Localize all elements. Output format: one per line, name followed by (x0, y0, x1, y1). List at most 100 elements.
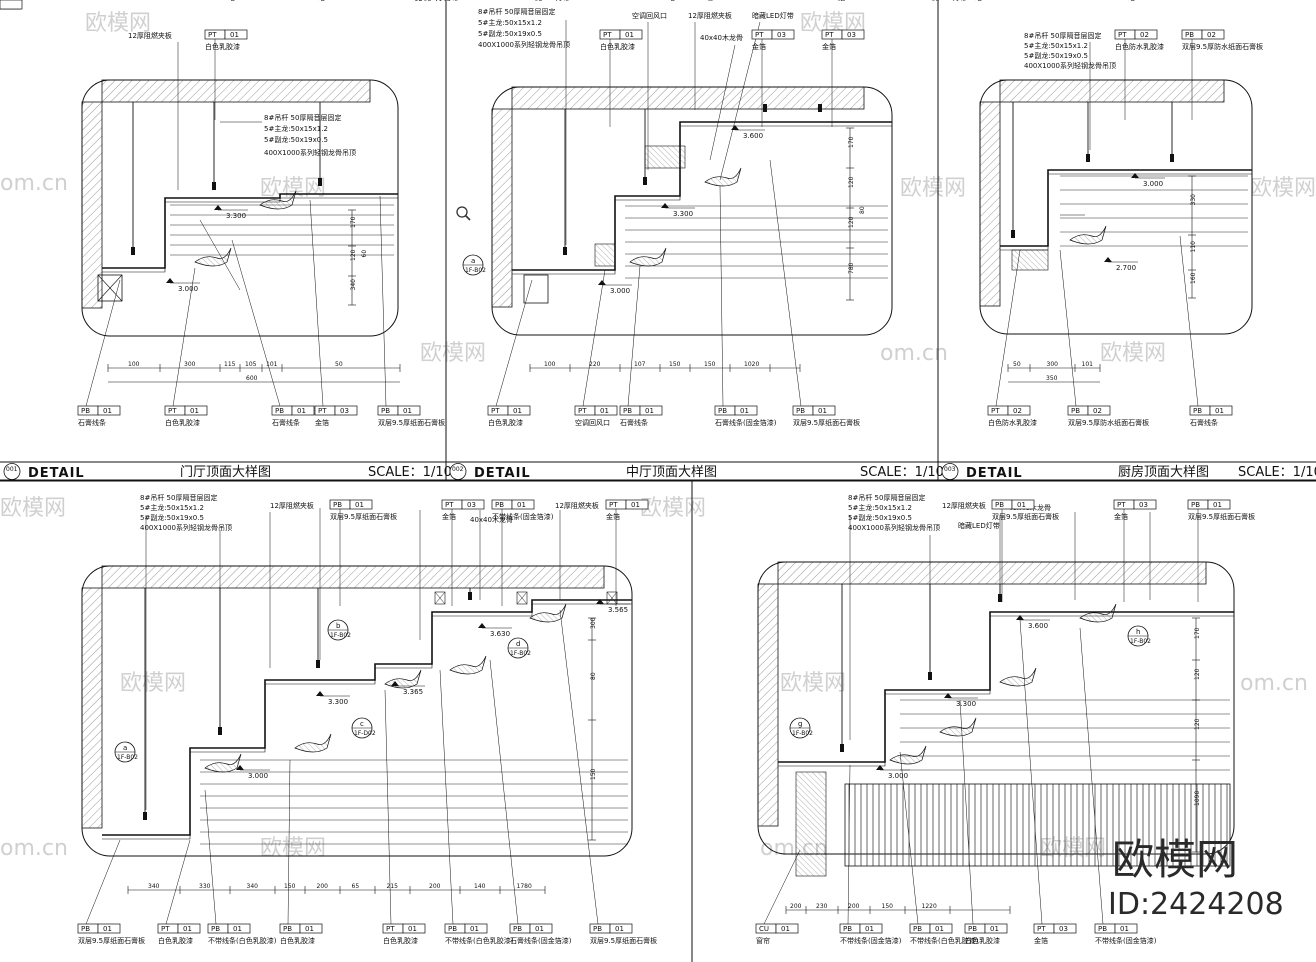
material-code: PT (386, 925, 395, 933)
elevation-marker (166, 278, 174, 283)
plaster-molding (1069, 225, 1107, 245)
material-number: 03 (340, 407, 349, 415)
dimension-value: 330 (1190, 194, 1197, 206)
material-note: 不带线条(固金箔漆) (840, 936, 902, 945)
annotation-note: 400X1000系列轻钢龙骨吊顶 (264, 148, 356, 157)
material-number: 01 (1215, 407, 1224, 415)
leader-line (1179, 235, 1199, 407)
ceiling-profile-inner (102, 197, 398, 273)
material-note: 金箔 (752, 42, 766, 51)
material-code: PB (333, 501, 342, 509)
elevation-value: 3.300 (328, 698, 348, 706)
section-callout[interactable]: g1F-B02 (789, 717, 813, 739)
watermark-brand: 欧模网 (420, 341, 486, 366)
material-code: PB (81, 925, 90, 933)
ceiling-profile (1000, 169, 1252, 247)
hanger-clip (468, 592, 472, 600)
material-note: 白色防水乳胶漆 (1115, 42, 1164, 51)
material-number: 01 (190, 407, 199, 415)
plaster-molding (999, 667, 1037, 687)
elevation-marker (236, 765, 244, 770)
material-code: PB (1098, 925, 1107, 933)
concrete-wall (81, 101, 103, 309)
hanger-clip (563, 247, 567, 255)
leader-line (582, 269, 606, 407)
leader-line (1059, 249, 1077, 407)
material-code: PB (843, 925, 852, 933)
dimension-value: 1780 (517, 883, 532, 890)
material-note: 不带线条(白色乳胶漆) (208, 936, 277, 945)
hanger-clip (218, 727, 222, 735)
dimension-value: 220 (589, 361, 601, 368)
section-callout[interactable]: b1F-B02 (327, 619, 351, 641)
watermark-brand: 欧模网 (1100, 341, 1166, 366)
leader-line (199, 219, 241, 291)
annotation-note: 400X1000系列轻钢龙骨吊顶 (478, 40, 570, 49)
material-code: PB (448, 925, 457, 933)
annotation-note: 5#副龙:50x19x0.5 (478, 29, 542, 38)
section-callout[interactable]: d1F-B02 (507, 637, 531, 659)
dimension-value: 200 (848, 903, 860, 910)
material-note: 白色乳胶漆 (205, 42, 240, 51)
detail-scale: SCALE：1/10 (1238, 465, 1316, 480)
elevation-value: 3.365 (403, 688, 423, 696)
section-callout[interactable]: a1F-B02 (462, 254, 486, 276)
elevation-marker (596, 599, 604, 604)
detail-number: 001 (6, 466, 18, 473)
dimension-value: 170 (848, 136, 855, 148)
material-note: 双层9.5厚纸面石膏板 (378, 418, 445, 427)
leader-line (1079, 627, 1104, 925)
callout-reference: 1F-B02 (330, 632, 351, 639)
material-number: 01 (935, 925, 944, 933)
section-callout[interactable]: h1F-B02 (1127, 625, 1151, 647)
leader-line (719, 21, 761, 181)
detail-number-badge (449, 463, 467, 480)
material-number: 01 (535, 925, 544, 933)
annotation-note: 8#吊杆 50厚隔音层固定 (264, 113, 341, 122)
elevation-marker (876, 765, 884, 770)
batten-cross (516, 591, 528, 605)
leader-line (287, 759, 291, 925)
material-code: PT (603, 31, 612, 39)
material-code: PT (445, 501, 454, 509)
watermark-site: om.cn (0, 171, 68, 196)
section-callout[interactable]: a1F-B02 (114, 741, 138, 763)
magnifier-icon[interactable] (456, 206, 471, 221)
annotation-note: 5#主龙:50x15x1.2 (848, 503, 912, 512)
annotation-note: 5#主龙:50x15x1.2 (1024, 41, 1088, 50)
dimension-value: 50 (335, 361, 343, 368)
dimension-value: 150 (882, 903, 894, 910)
hanger-clip (1170, 154, 1174, 162)
annotation-note: 12厚阻燃夹板 (128, 31, 172, 40)
dimension-value: 80 (859, 206, 866, 214)
material-note: 石膏线条 (78, 418, 106, 427)
material-note: 双层9.5厚纸面石膏板 (78, 936, 145, 945)
section-callout[interactable]: c1F-D02 (351, 717, 376, 739)
elevation-marker (316, 691, 324, 696)
material-number: 02 (1207, 31, 1216, 39)
leader-line (769, 159, 802, 407)
annotation-note: 40x40木龙骨 (470, 515, 513, 524)
hanger-clip (928, 672, 932, 680)
detail-number: 003 (944, 466, 956, 473)
plaster-molding (259, 190, 297, 210)
concrete-wall (979, 101, 1001, 307)
material-note: 石膏线条 (272, 418, 300, 427)
material-number: 01 (305, 925, 314, 933)
material-code: PB (913, 925, 922, 933)
material-note: 白色乳胶漆 (488, 418, 523, 427)
annotation-note: 8#吊杆 50厚隔音层固定 (1024, 31, 1101, 40)
